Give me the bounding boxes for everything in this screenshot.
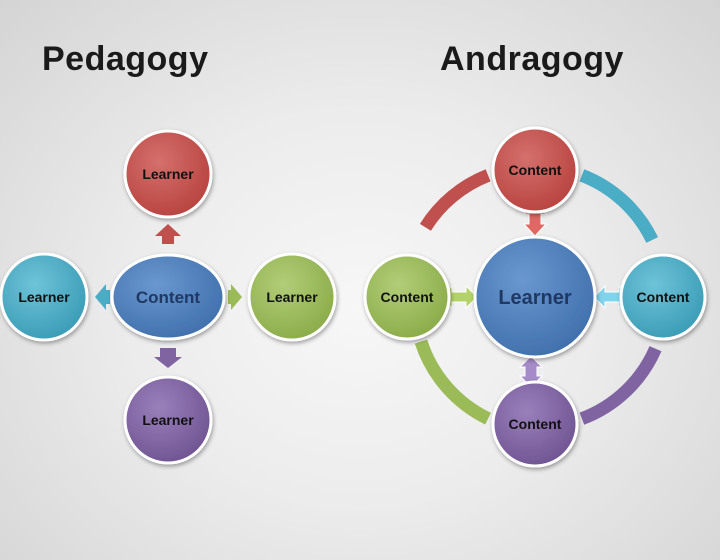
andragogy-node-center — [473, 235, 597, 359]
pedagogy-right-label: Learner — [266, 289, 318, 305]
andragogy-title: Andragogy — [440, 40, 624, 78]
andragogy-diagram: Learner Content Content Content Content — [363, 126, 707, 468]
pedagogy-node-bottom — [123, 375, 213, 465]
pedagogy-bottom-label: Learner — [142, 412, 194, 428]
pedagogy-node-left — [0, 252, 89, 342]
pedagogy-node-right — [247, 252, 337, 342]
pedagogy-arrow-left — [95, 284, 110, 310]
andragogy-node-bottom — [491, 380, 579, 468]
andragogy-left-label: Content — [381, 289, 434, 305]
ring-arc-purple — [579, 345, 662, 425]
ring-arc-teal — [579, 169, 659, 243]
andragogy-node-right — [619, 253, 707, 341]
pedagogy-title: Pedagogy — [42, 40, 209, 78]
andragogy-bottom-label: Content — [509, 416, 562, 432]
pedagogy-arrow-down — [154, 348, 182, 368]
pedagogy-node-center — [110, 253, 226, 341]
pedagogy-top-label: Learner — [142, 166, 194, 182]
pedagogy-left-label: Learner — [18, 289, 70, 305]
andragogy-top-label: Content — [509, 162, 562, 178]
ring-arc-red — [419, 169, 491, 231]
ring-arc-green — [414, 339, 492, 425]
pedagogy-diagram: Learner Content Learner Learner Learner — [0, 129, 337, 465]
pedagogy-arrow-right — [228, 284, 242, 310]
pedagogy-node-top — [123, 129, 213, 219]
andragogy-node-top — [491, 126, 579, 214]
andragogy-node-left — [363, 253, 451, 341]
pedagogy-center-label: Content — [136, 288, 201, 307]
pedagogy-arrow-up — [155, 224, 181, 244]
andragogy-right-label: Content — [637, 289, 690, 305]
andragogy-center-label: Learner — [498, 287, 572, 309]
